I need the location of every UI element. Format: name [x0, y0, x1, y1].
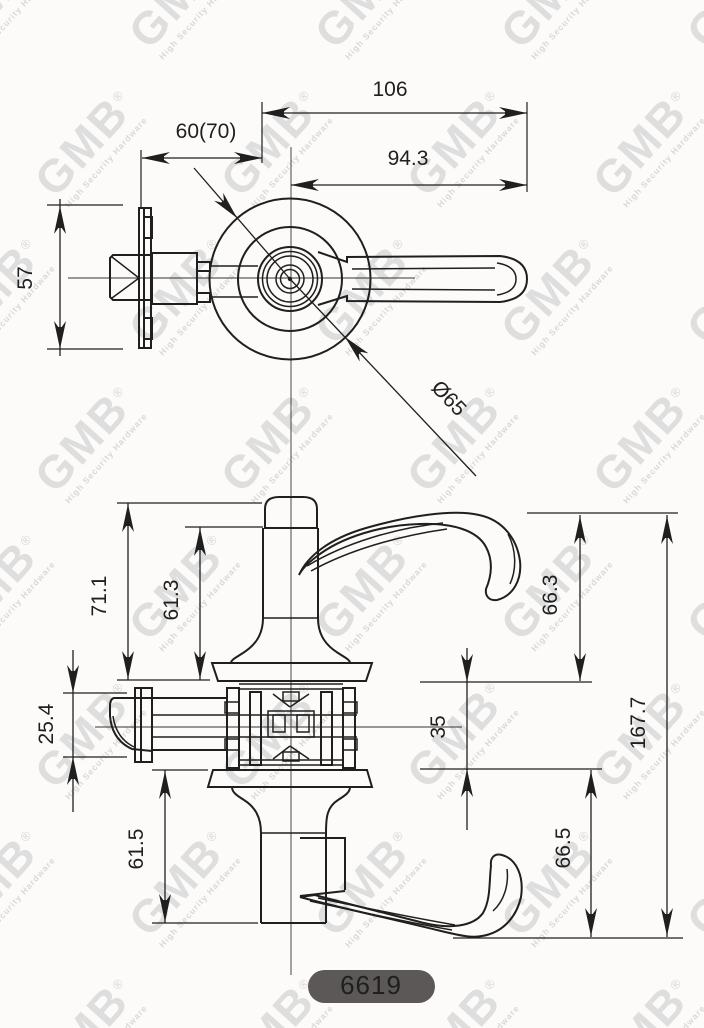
- dimension-arrow: [54, 321, 66, 349]
- top-view-lever: [317, 251, 529, 306]
- part-number-pill: [308, 970, 435, 1003]
- part-number-badge: 6619: [308, 970, 435, 1003]
- dimension-arrow: [661, 908, 673, 936]
- dimension-arrow: [574, 653, 586, 681]
- dim-lower-body: 61.5: [125, 829, 148, 870]
- dimension-arrow: [234, 152, 262, 164]
- dimension-arrow: [122, 651, 134, 679]
- dimension-arrow: [262, 107, 290, 119]
- dimension-arrow: [574, 516, 586, 544]
- dimension-arrow: [67, 757, 79, 785]
- dimension-arrows: [54, 107, 673, 936]
- dimension-arrow: [585, 908, 597, 936]
- dimension-arrow: [122, 504, 134, 532]
- dimension-arrow: [194, 651, 206, 679]
- dimension-arrow: [345, 337, 369, 362]
- dim-overall-height: 167.7: [627, 697, 650, 750]
- dim-upper-total: 71.1: [88, 576, 111, 617]
- front-view-upper-lever: [298, 511, 522, 602]
- dim-faceplate-height: 57: [14, 266, 37, 289]
- dimension-arrow: [159, 771, 171, 799]
- dimension-arrow: [214, 192, 237, 218]
- dimension-arrow: [461, 654, 473, 682]
- dim-backset: 60(70): [176, 120, 237, 143]
- dim-chassis: 35: [427, 715, 450, 738]
- dimension-arrow: [54, 206, 66, 234]
- dimension-lines: [59, 112, 668, 937]
- centerlines: [68, 147, 462, 975]
- front-view-latch: [109, 687, 227, 763]
- dimension-arrow: [585, 771, 597, 799]
- dim-lever-projection: 94.3: [388, 147, 429, 170]
- front-view-lower-lever: [299, 853, 523, 938]
- dimension-arrow: [499, 107, 527, 119]
- dimension-arrow: [461, 769, 473, 797]
- dimension-arrow: [291, 179, 319, 191]
- extension-lines: [47, 102, 683, 939]
- top-view-rose-circles: [208, 197, 372, 361]
- dim-latch-case: 25.4: [35, 703, 58, 744]
- top-view-latch: [109, 207, 258, 349]
- dim-upper-body: 61.3: [160, 580, 183, 621]
- front-view-upper-knob: [210, 496, 374, 682]
- dimension-arrow: [194, 528, 206, 556]
- dimension-arrow: [159, 894, 171, 922]
- dim-lower-lever: 66.5: [552, 828, 575, 869]
- part-number: 6619: [340, 970, 402, 1000]
- front-view-lower-rose: [206, 769, 374, 924]
- dimension-arrow: [499, 179, 527, 191]
- dimension-arrow: [67, 665, 79, 693]
- dimension-arrow: [142, 152, 170, 164]
- dim-rose-diameter: Ø65: [427, 376, 471, 421]
- dimension-arrow: [661, 516, 673, 544]
- dim-overall-width: 106: [372, 78, 407, 101]
- dim-upper-lever: 66.3: [539, 575, 562, 616]
- front-view-chassis: [152, 683, 358, 769]
